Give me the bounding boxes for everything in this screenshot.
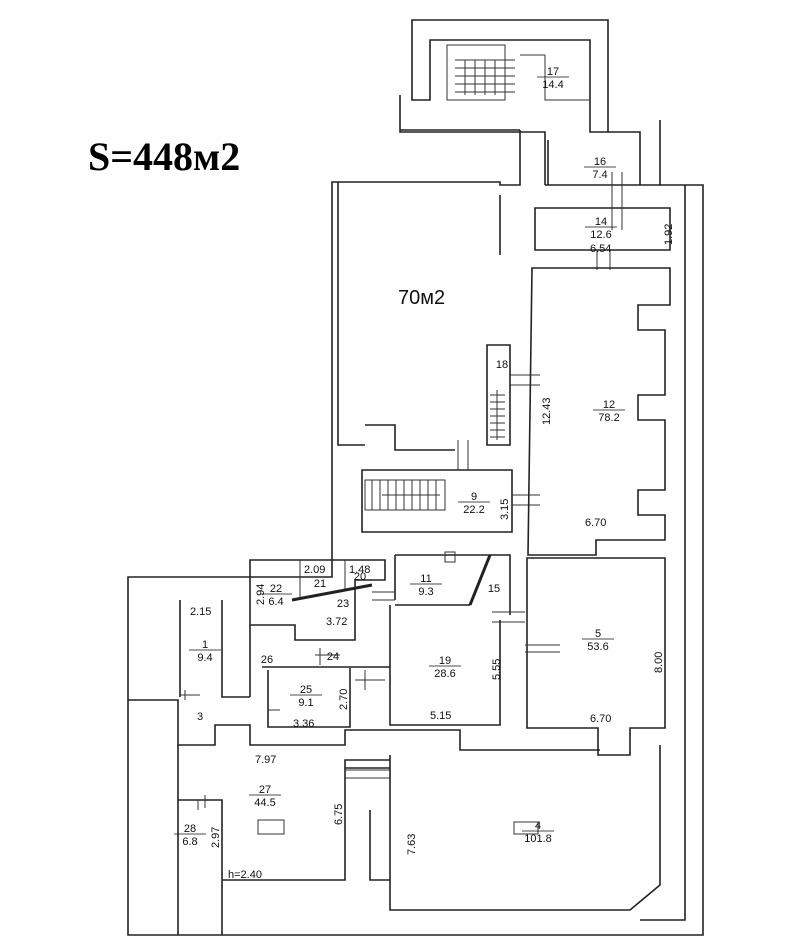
- room-9-number: 9: [471, 491, 477, 503]
- room-27-area: 44.5: [254, 797, 275, 809]
- room-14-number: 14: [595, 216, 607, 228]
- dim-1-92: 1.92: [663, 224, 675, 245]
- room-1-area: 9.4: [197, 652, 212, 664]
- room-11-label: 119.3: [410, 573, 442, 598]
- outer-walls: [127, 19, 704, 936]
- dim-2-09: 2.09: [304, 564, 325, 576]
- room-14-area: 12.6: [590, 229, 611, 241]
- room-5-area: 53.6: [587, 641, 608, 653]
- room-27-number: 27: [259, 784, 271, 796]
- dim-3-72: 3.72: [326, 616, 347, 628]
- rooms-14-16-walls: [534, 140, 671, 270]
- room-25-label: 259.1: [290, 684, 322, 709]
- room-20-number: 20: [354, 571, 366, 583]
- dim-6-70-top: 6.70: [585, 517, 606, 529]
- room-16-label: 167.4: [584, 156, 616, 181]
- room-11-number: 11: [420, 573, 431, 585]
- room-24-label: 24: [327, 651, 339, 663]
- room-15-label: 15: [488, 583, 500, 595]
- room-5-number: 5: [595, 628, 601, 640]
- room-12-number: 12: [603, 399, 615, 411]
- room-11-area: 9.3: [418, 586, 433, 598]
- room-15-number: 15: [488, 583, 500, 595]
- room-23-label: 23: [337, 598, 349, 610]
- dim-6-75: 6.75: [333, 804, 345, 825]
- room-19-area: 28.6: [434, 668, 455, 680]
- dim-2-70: 2.70: [338, 689, 350, 710]
- area-70m2-label: 70м2: [398, 287, 445, 309]
- room-9-label: 922.2: [458, 491, 490, 516]
- room-16-area: 7.4: [592, 169, 607, 181]
- dim-7-63: 7.63: [406, 834, 418, 855]
- room-labels: 1714.4167.41412.61278.218922.2226.421202…: [174, 66, 625, 848]
- room-22-number: 22: [270, 583, 282, 595]
- room-3-label: 3: [197, 711, 203, 723]
- room-18-number: 18: [496, 359, 508, 371]
- room-17-number: 17: [547, 66, 559, 78]
- dim-6-54: 6.54: [590, 243, 611, 255]
- ceiling-height-note: h=2.40: [228, 869, 262, 881]
- room-1-number: 1: [202, 639, 208, 651]
- room-21-number: 21: [314, 578, 326, 590]
- room-12-walls: [510, 267, 671, 556]
- room-1-walls: [179, 600, 250, 700]
- room-26-number: 26: [261, 654, 273, 666]
- room-5-walls: [525, 557, 666, 756]
- rooms-3-27-28-4-walls: [128, 699, 661, 935]
- room-3-number: 3: [197, 711, 203, 723]
- room-28-area: 6.8: [182, 836, 197, 848]
- dim-2-97: 2.97: [210, 827, 222, 848]
- rooms-24-26-walls: [249, 625, 390, 728]
- dim-2-94: 2.94: [255, 584, 267, 605]
- room-17-area: 14.4: [542, 79, 563, 91]
- room-16-number: 16: [594, 156, 606, 168]
- dim-6-70-bottom: 6.70: [590, 713, 611, 725]
- room-25-area: 9.1: [298, 697, 313, 709]
- room-28-number: 28: [184, 823, 196, 835]
- dim-7-97: 7.97: [255, 754, 276, 766]
- dim-12-43: 12.43: [541, 397, 553, 425]
- dim-2-15: 2.15: [190, 606, 211, 618]
- room-25-number: 25: [300, 684, 312, 696]
- dim-8-00: 8.00: [653, 652, 665, 673]
- room-18-label: 18: [496, 359, 508, 371]
- room-9-walls: [361, 469, 540, 533]
- rooms-20-23-walls: [249, 559, 395, 641]
- dimension-labels: 1.92 6.54 12.43 6.70 3.15 2.09 1.48 2.94…: [190, 224, 675, 855]
- room-23-number: 23: [337, 598, 349, 610]
- room-5-label: 553.6: [582, 628, 614, 653]
- room-24-number: 24: [327, 651, 339, 663]
- stairwell-17: [446, 44, 590, 101]
- rooms-11-15-walls: [394, 551, 511, 615]
- dim-5-55: 5.55: [491, 659, 503, 680]
- room-9-area: 22.2: [463, 504, 484, 516]
- dim-5-15: 5.15: [430, 710, 451, 722]
- room-22-area: 6.4: [268, 596, 283, 608]
- dim-3-15: 3.15: [499, 499, 511, 520]
- room-22-label: 226.4: [260, 583, 292, 608]
- room-26-label: 26: [261, 654, 273, 666]
- room-4-area: 101.8: [524, 833, 552, 845]
- room-20-label: 20: [354, 571, 366, 583]
- room-19-walls: [389, 605, 525, 726]
- total-area-title: S=448м2: [88, 134, 240, 179]
- dim-1-48: 1.48: [349, 564, 370, 576]
- dim-3-36: 3.36: [293, 718, 314, 730]
- room-21-label: 21: [314, 578, 326, 590]
- room-12-area: 78.2: [598, 412, 619, 424]
- room-19-number: 19: [439, 655, 451, 667]
- corridor-18: [365, 195, 511, 470]
- room-4-number: 4: [535, 820, 541, 832]
- room-28-label: 286.8: [174, 823, 206, 848]
- room-1-label: 19.4: [189, 639, 221, 664]
